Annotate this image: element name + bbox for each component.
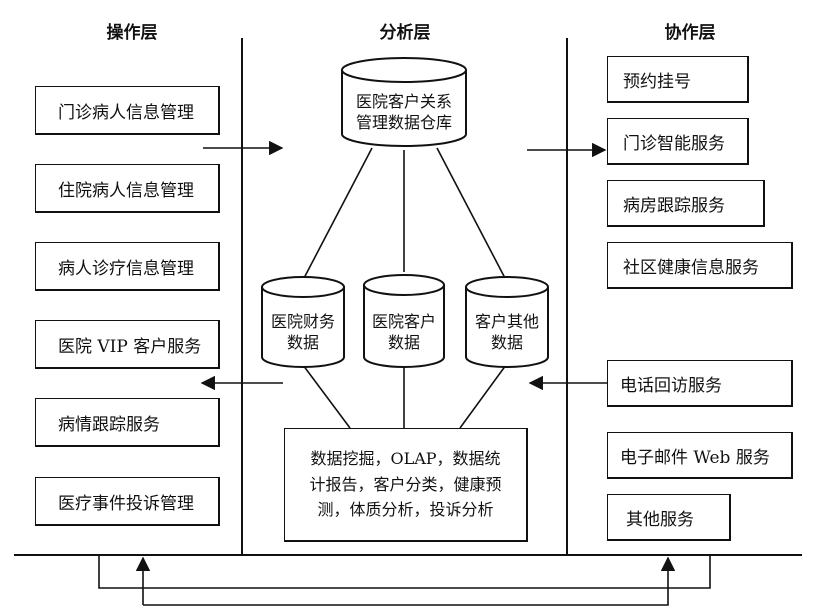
- customer-db-label: 医院客户 数据: [371, 312, 436, 352]
- data-mining-box: 数据挖掘，OLAP，数据统 计报告，客户分类，健康预 测，体质分析，投诉分析: [284, 428, 528, 542]
- co-ward-tracking: 病房跟踪服务: [607, 180, 765, 227]
- other-db-label: 客户其他 数据: [474, 312, 539, 352]
- link-other-mining: [459, 364, 507, 429]
- co-community-health: 社区健康信息服务: [607, 242, 793, 289]
- header-collaboration: 协作层: [664, 22, 716, 43]
- other-db-cylinder: [465, 276, 549, 368]
- data-mining-text: 数据挖掘，OLAP，数据统 计报告，客户分类，健康预 测，体质分析，投诉分析: [309, 448, 502, 520]
- finance-db-label: 医院财务 数据: [270, 312, 335, 352]
- link-finance-mining: [302, 364, 351, 429]
- header-analysis: 分析层: [379, 22, 431, 43]
- finance-db-cylinder: [261, 276, 345, 368]
- link-warehouse-finance: [302, 147, 373, 281]
- warehouse-label: 医院客户关系 管理数据仓库: [355, 92, 452, 132]
- header-operation: 操作层: [106, 22, 158, 43]
- link-warehouse-other: [436, 147, 507, 281]
- op-outpatient-info: 门诊病人信息管理: [35, 86, 220, 135]
- op-inpatient-info: 住院病人信息管理: [35, 164, 220, 213]
- customer-db-cylinder: [363, 274, 445, 368]
- warehouse-cylinder: [341, 57, 467, 147]
- op-vip-service: 医院 VIP 客户服务: [35, 320, 220, 369]
- co-email-web: 电子邮件 Web 服务: [607, 432, 793, 479]
- co-appointment: 预约挂号: [607, 56, 749, 103]
- op-treatment-info: 病人诊疗信息管理: [35, 242, 220, 291]
- co-phone-followup: 电话回访服务: [607, 360, 793, 407]
- feedback-loop-inner: [143, 556, 676, 606]
- feedback-loop-outer: [98, 555, 711, 589]
- op-condition-tracking: 病情跟踪服务: [35, 398, 220, 447]
- co-other-services: 其他服务: [607, 494, 731, 541]
- op-complaint-mgmt: 医疗事件投诉管理: [35, 477, 220, 526]
- co-outpatient-smart: 门诊智能服务: [607, 118, 749, 165]
